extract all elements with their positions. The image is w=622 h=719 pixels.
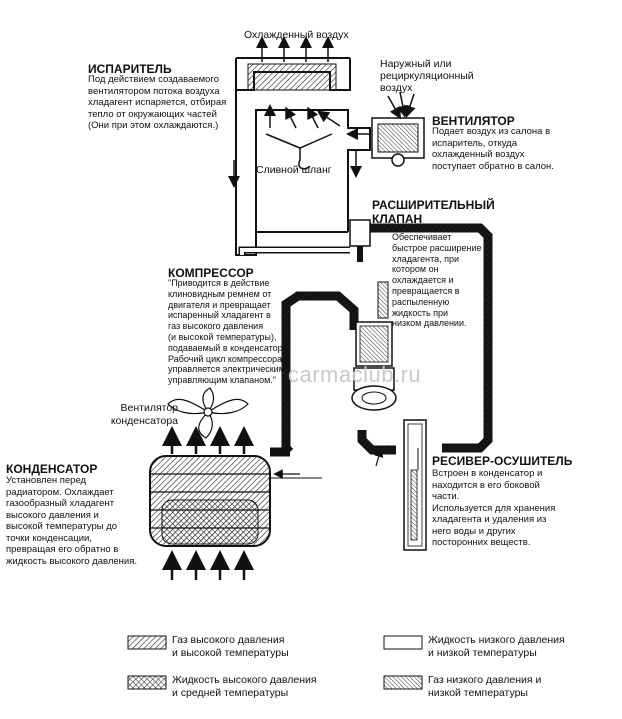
- legend-label-high-pressure-liquid: Жидкость высокого давления и средней тем…: [172, 674, 317, 699]
- legend-swatch-high-pressure-gas: [127, 635, 167, 650]
- outside-air-label: Наружный или рециркуляционный воздух: [380, 58, 474, 94]
- legend-label-low-pressure-gas: Газ низкого давления и низкой температур…: [428, 674, 542, 699]
- legend-label-low-pressure-liquid: Жидкость низкого давления и низкой темпе…: [428, 634, 565, 659]
- fan-title: ВЕНТИЛЯТОР: [432, 114, 515, 128]
- fan-text: Подает воздух из салона в испаритель, от…: [432, 126, 554, 172]
- cooled-air-label: Охлажденный воздух: [244, 29, 349, 41]
- evaporator-unit: [228, 36, 371, 256]
- legend-swatches: [127, 635, 423, 690]
- high-pressure-liquid-line: [268, 223, 493, 479]
- receiver-drier-text: Встроен в конденсатор и находится в его …: [432, 468, 556, 548]
- condenser-fan-label: Вентилятор конденсатора: [110, 402, 178, 427]
- blower-fan: [346, 91, 425, 167]
- condenser-title: КОНДЕНСАТОР: [6, 462, 98, 476]
- legend-swatch-high-pressure-liquid: [127, 675, 167, 690]
- receiver-drier-title: РЕСИВЕР-ОСУШИТЕЛЬ: [432, 454, 573, 468]
- evaporator-title: ИСПАРИТЕЛЬ: [88, 62, 172, 76]
- legend-swatch-low-pressure-liquid: [383, 635, 423, 650]
- legend-swatch-low-pressure-gas: [383, 675, 423, 690]
- evaporator-text: Под действием создаваемого вентилятором …: [88, 74, 227, 131]
- condenser-coil: [149, 455, 271, 547]
- receiver-drier: [403, 419, 427, 551]
- compressor: [351, 321, 397, 411]
- expansion-valve-text: Обеспечивает быстрое расширение хладаген…: [392, 232, 482, 329]
- drain-hose-label: Сливной шланг: [256, 164, 332, 176]
- condenser-fan: [162, 387, 254, 580]
- watermark: carmaclub.ru: [288, 362, 422, 387]
- low-pressure-gas-line: [238, 219, 389, 319]
- condenser-text: Установлен перед радиатором. Охлаждает г…: [6, 475, 138, 567]
- legend-label-high-pressure-gas: Газ высокого давления и высокой температ…: [172, 634, 289, 659]
- expansion-valve-title: РАСШИРИТЕЛЬНЫЙ КЛАПАН: [372, 198, 495, 226]
- compressor-title: КОМПРЕССОР: [168, 266, 254, 280]
- compressor-text: "Приводится в действие клиновидным ремне…: [168, 278, 286, 386]
